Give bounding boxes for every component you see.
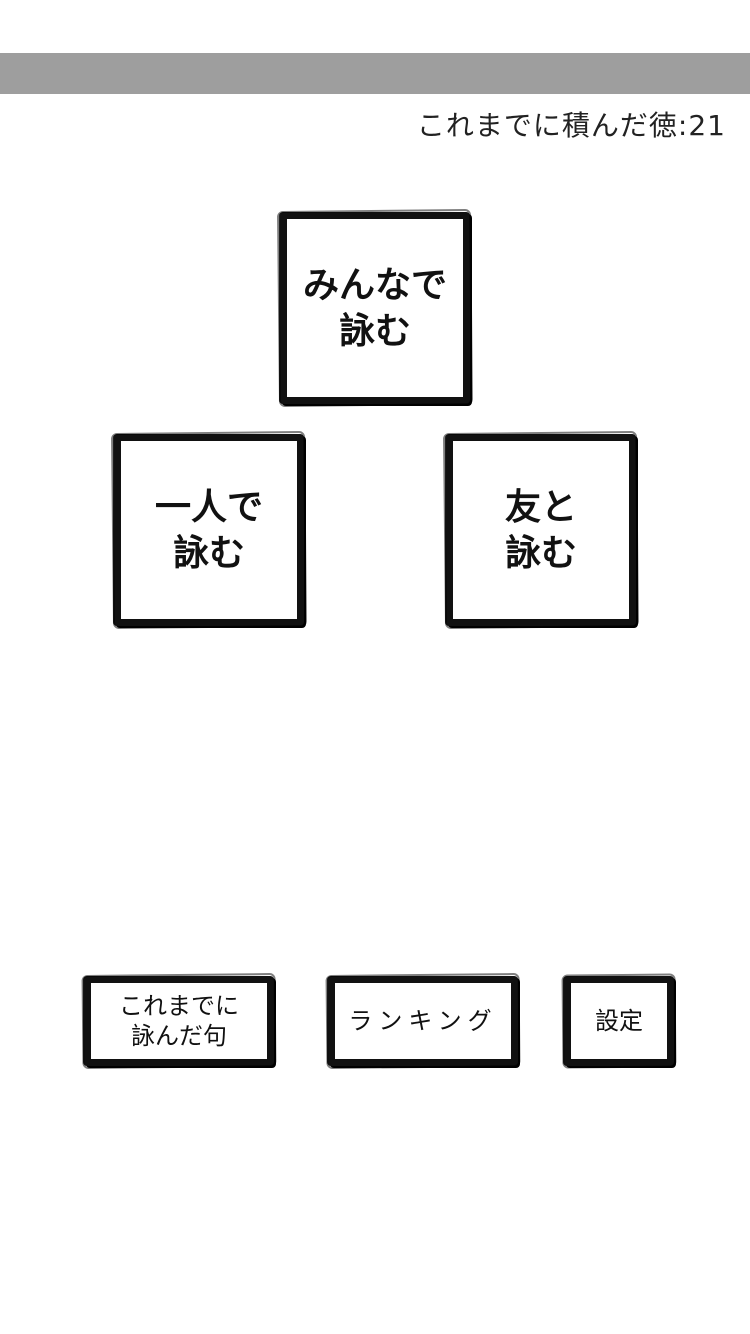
compose-with-friend-button[interactable]: 友と 詠む	[446, 434, 636, 626]
compose-alone-button[interactable]: 一人で 詠む	[114, 434, 304, 626]
ranking-button[interactable]: ランキング	[328, 976, 518, 1066]
compose-together-button[interactable]: みんなで 詠む	[280, 212, 470, 404]
virtue-count: これまでに積んだ徳:21	[416, 109, 726, 142]
header-bar	[0, 53, 750, 94]
ranking-label: ランキング	[348, 1007, 498, 1035]
compose-alone-label: 一人で 詠む	[154, 486, 263, 574]
settings-button[interactable]: 設定	[564, 976, 674, 1066]
poem-history-button[interactable]: これまでに 詠んだ句	[84, 976, 274, 1066]
settings-label: 設定	[595, 1007, 643, 1035]
compose-together-label: みんなで 詠む	[302, 264, 447, 352]
compose-with-friend-label: 友と 詠む	[504, 486, 577, 574]
poem-history-label: これまでに 詠んだ句	[119, 992, 239, 1050]
status-bar	[0, 0, 750, 53]
